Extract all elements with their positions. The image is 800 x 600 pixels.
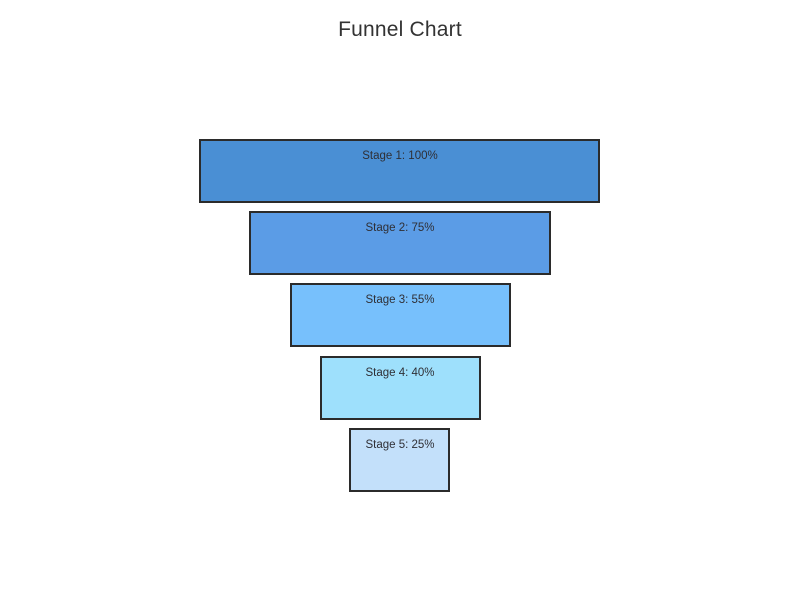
funnel-stage-1[interactable] bbox=[199, 139, 600, 203]
funnel-stage-5[interactable] bbox=[349, 428, 450, 492]
chart-title: Funnel Chart bbox=[338, 18, 462, 41]
funnel-stage-3[interactable] bbox=[290, 283, 511, 347]
funnel-stage-2[interactable] bbox=[249, 211, 551, 275]
funnel-stage-4[interactable] bbox=[320, 356, 481, 420]
